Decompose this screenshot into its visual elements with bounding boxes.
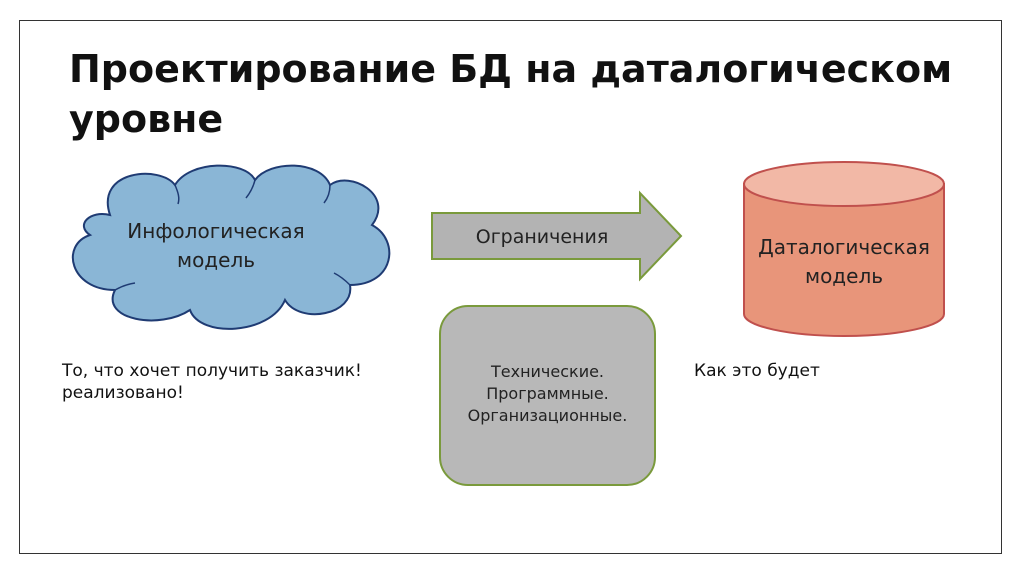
cloud-label: Инфологическая модель [110,217,322,275]
constraints-item-software: Программные. [486,384,609,403]
arrow-label: Ограничения [475,226,609,248]
customer-caption-line-1: То, что хочет получить заказчик! [62,361,362,381]
implementation-caption: Как это будет [694,361,820,381]
constraints-item-technical: Технические. [490,362,605,381]
cloud-label-line-2: модель [176,248,256,272]
cylinder-label: Даталогическая модель [744,233,944,291]
cylinder-label-line-2: модель [804,264,884,288]
title-line-2: уровне [69,97,224,141]
customer-caption: То, что хочет получить заказчик! реализо… [62,360,362,404]
slide-title: Проектирование БД на даталогическом уров… [69,44,969,144]
title-line-1: Проектирование БД на даталогическом [69,47,953,91]
cylinder-shape [743,161,945,337]
cloud-label-line-1: Инфологическая [127,219,305,243]
cloud-shape [71,164,391,330]
constraints-box-shape [439,305,656,486]
cylinder-label-line-1: Даталогическая [758,235,930,259]
constraints-box-label: Технические. Программные. Организационны… [440,361,655,427]
arrow-shape [431,190,683,282]
constraints-item-organizational: Организационные. [467,406,628,425]
customer-caption-line-2: реализовано! [62,383,184,403]
